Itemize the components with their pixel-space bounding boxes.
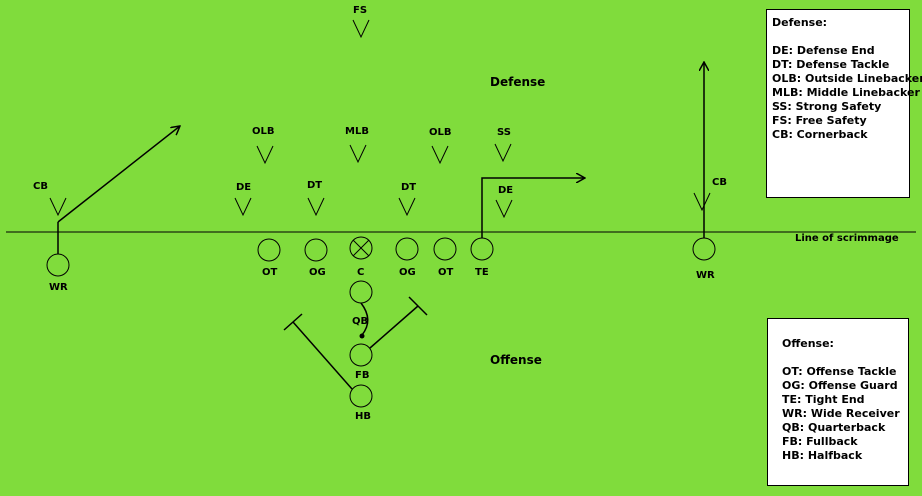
defense-title: Defense xyxy=(490,75,545,89)
defense-legend-item: OLB: Outside Linebacker xyxy=(772,72,922,85)
player-og-left: OG xyxy=(304,238,328,278)
defense-legend-item: DT: Defense Tackle xyxy=(772,58,890,71)
defense-legend-item: FS: Free Safety xyxy=(772,114,867,127)
player-marker xyxy=(470,237,494,261)
defender-marker xyxy=(693,192,711,212)
player-label: FB xyxy=(355,370,369,381)
player-marker xyxy=(433,237,457,261)
player-marker xyxy=(304,238,328,262)
defense-legend-item: CB: Cornerback xyxy=(772,128,868,141)
defender-cb-left: CB xyxy=(33,181,67,217)
offense-legend: Offense: OT: Offense Tackle OG: Offense … xyxy=(767,318,909,486)
defender-cb-right: CB xyxy=(693,177,727,212)
player-te: TE xyxy=(470,237,494,278)
player-marker xyxy=(46,253,70,277)
defender-marker xyxy=(431,145,449,165)
player-center: C xyxy=(349,236,373,278)
defender-label: DT xyxy=(401,182,416,193)
defender-label: SS xyxy=(497,127,511,138)
player-marker xyxy=(692,237,716,261)
defender-mlb: MLB xyxy=(345,126,369,164)
defender-label: CB xyxy=(33,181,48,192)
route-fb-block xyxy=(369,305,419,349)
offense-legend-item: TE: Tight End xyxy=(782,393,865,406)
offense-legend-item: FB: Fullback xyxy=(782,435,858,448)
player-marker xyxy=(349,280,373,304)
player-fb: FB xyxy=(349,343,373,381)
route-fb-block-end xyxy=(408,296,428,316)
player-label: QB xyxy=(352,316,368,327)
defender-marker xyxy=(256,145,274,165)
defense-legend-item: DE: Defense End xyxy=(772,44,875,57)
defender-de-left: DE xyxy=(234,182,252,217)
defender-label: FS xyxy=(353,5,367,16)
player-marker xyxy=(349,236,373,260)
player-marker xyxy=(349,384,373,408)
route-hb-block-end xyxy=(283,313,303,331)
player-label: OG xyxy=(399,267,416,278)
line-of-scrimmage-label: Line of scrimmage xyxy=(795,233,899,244)
player-hb: HB xyxy=(349,384,373,422)
defender-marker xyxy=(49,197,67,217)
player-label: TE xyxy=(475,267,489,278)
player-wr-left: WR xyxy=(46,253,70,293)
handoff-point xyxy=(359,333,365,339)
defender-label: MLB xyxy=(345,126,369,137)
route-wr-left-post xyxy=(57,126,180,223)
defender-label: CB xyxy=(712,177,727,188)
player-label: OT xyxy=(262,267,278,278)
player-label: WR xyxy=(49,282,68,293)
player-ot-left: OT xyxy=(257,238,281,278)
defender-olb-right: OLB xyxy=(429,127,452,165)
defender-label: OLB xyxy=(429,127,452,138)
defender-ss: SS xyxy=(494,127,512,163)
route-te-out xyxy=(481,178,585,238)
defender-label: DT xyxy=(307,180,322,191)
offense-legend-item: OT: Offense Tackle xyxy=(782,365,897,378)
player-label: C xyxy=(357,267,364,278)
route-hb-block xyxy=(292,321,353,390)
player-og-right: OG xyxy=(395,237,419,278)
offense-legend-item: WR: Wide Receiver xyxy=(782,407,900,420)
defender-dt-right: DT xyxy=(398,182,416,217)
defender-marker xyxy=(352,19,370,39)
defender-marker xyxy=(234,197,252,217)
defense-legend-item: SS: Strong Safety xyxy=(772,100,882,113)
player-marker xyxy=(349,343,373,367)
offense-legend-item: OG: Offense Guard xyxy=(782,379,898,392)
defender-dt-left: DT xyxy=(307,180,325,217)
player-label: WR xyxy=(696,270,715,281)
defense-legend-item: MLB: Middle Linebacker xyxy=(772,86,920,99)
defender-olb-left: OLB xyxy=(252,126,275,165)
defender-de-right: DE xyxy=(495,185,513,219)
player-ot-right: OT xyxy=(433,237,457,278)
defense-legend: Defense: DE: Defense End DT: Defense Tac… xyxy=(766,9,922,198)
defender-marker xyxy=(349,144,367,164)
defender-fs: FS xyxy=(352,5,370,39)
offense-legend-item: QB: Quarterback xyxy=(782,421,886,434)
player-label: OT xyxy=(438,267,454,278)
route-qb-dropback xyxy=(360,302,369,336)
player-marker xyxy=(257,238,281,262)
defense-legend-title: Defense: xyxy=(772,16,828,29)
player-wr-right: WR xyxy=(692,237,716,281)
offense-legend-item: HB: Halfback xyxy=(782,449,863,462)
defender-marker xyxy=(398,197,416,217)
offense-legend-title: Offense: xyxy=(782,337,834,350)
defender-label: DE xyxy=(236,182,251,193)
player-label: HB xyxy=(355,411,371,422)
defender-label: DE xyxy=(498,185,513,196)
defender-marker xyxy=(495,199,513,219)
player-label: OG xyxy=(309,267,326,278)
player-marker xyxy=(395,237,419,261)
offense-title: Offense xyxy=(490,353,542,367)
defender-marker xyxy=(307,197,325,217)
center-x-mark xyxy=(352,239,370,257)
defender-marker xyxy=(494,143,512,163)
defender-label: OLB xyxy=(252,126,275,137)
